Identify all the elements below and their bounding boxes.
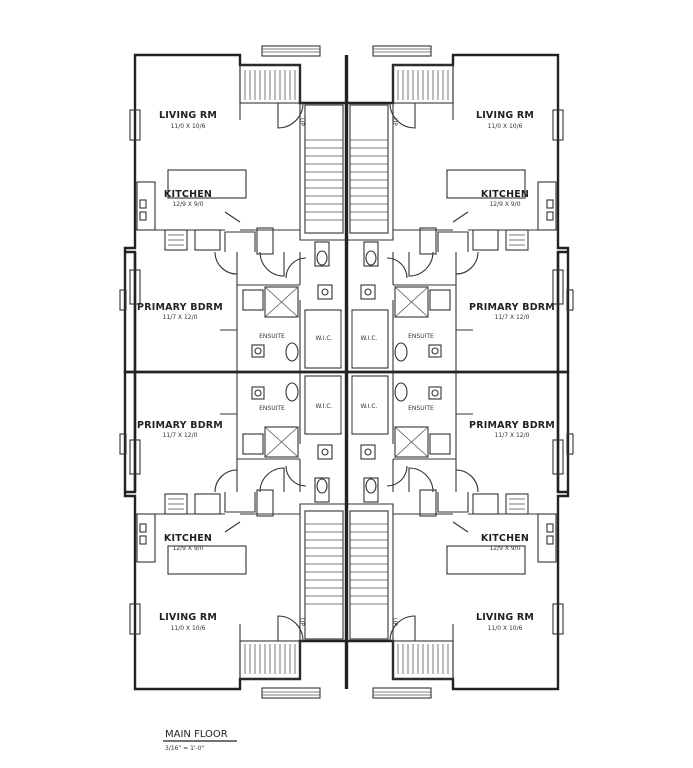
- ensuite-label: ENSUITE: [408, 405, 434, 412]
- living-room-dim: 11/0 X 10/6: [171, 123, 206, 130]
- living-room-label: LIVING RM: [476, 110, 534, 121]
- kitchen-label: KITCHEN: [164, 533, 212, 544]
- bedroom-dim: 11/7 X 12/0: [495, 432, 530, 439]
- up-label: UP: [391, 118, 398, 126]
- unit-1: [118, 44, 348, 374]
- kitchen-dim: 12/9 X 9/0: [172, 545, 203, 552]
- unit-2: [345, 44, 575, 374]
- living-room-label: LIVING RM: [159, 612, 217, 623]
- kitchen-label: KITCHEN: [164, 189, 212, 200]
- up-label: UP: [298, 618, 305, 626]
- bedroom-label: PRIMARY BDRM: [137, 302, 223, 313]
- ensuite-label: ENSUITE: [259, 405, 285, 412]
- plan-title: MAIN FLOOR: [165, 729, 228, 740]
- ensuite-label: ENSUITE: [259, 333, 285, 340]
- plan-scale: 3/16" = 1'-0": [165, 745, 205, 752]
- kitchen-dim: 12/9 X 9/0: [489, 201, 520, 208]
- wic-label: W.I.C.: [361, 335, 378, 342]
- wic-label: W.I.C.: [361, 403, 378, 410]
- kitchen-dim: 12/9 X 9/0: [172, 201, 203, 208]
- living-room-label: LIVING RM: [159, 110, 217, 121]
- up-label: UP: [391, 618, 398, 626]
- bedroom-label: PRIMARY BDRM: [137, 420, 223, 431]
- kitchen-label: KITCHEN: [481, 533, 529, 544]
- bedroom-dim: 11/7 X 12/0: [163, 314, 198, 321]
- bedroom-dim: 11/7 X 12/0: [163, 432, 198, 439]
- ensuite-label: ENSUITE: [408, 333, 434, 340]
- bedroom-dim: 11/7 X 12/0: [495, 314, 530, 321]
- living-room-dim: 11/0 X 10/6: [488, 123, 523, 130]
- wic-label: W.I.C.: [316, 403, 333, 410]
- up-label: UP: [298, 118, 305, 126]
- kitchen-label: KITCHEN: [481, 189, 529, 200]
- living-room-dim: 11/0 X 10/6: [488, 625, 523, 632]
- bedroom-label: PRIMARY BDRM: [469, 302, 555, 313]
- bedroom-label: PRIMARY BDRM: [469, 420, 555, 431]
- wic-label: W.I.C.: [316, 335, 333, 342]
- living-room-label: LIVING RM: [476, 612, 534, 623]
- living-room-dim: 11/0 X 10/6: [171, 625, 206, 632]
- kitchen-dim: 12/9 X 9/0: [489, 545, 520, 552]
